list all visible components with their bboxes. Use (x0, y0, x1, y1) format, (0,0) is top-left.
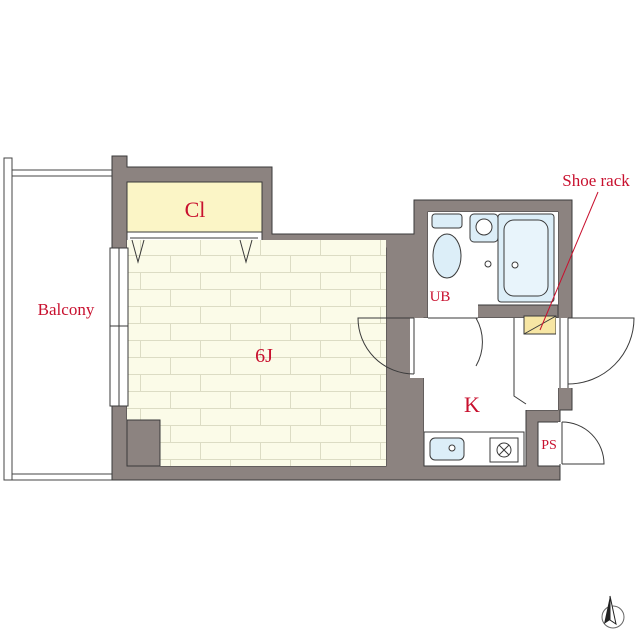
toilet-bowl (432, 233, 462, 279)
doors (357, 300, 635, 465)
closet-label: Cl (185, 197, 206, 222)
pipe-space-label: PS (541, 438, 557, 453)
unit-bath (427, 212, 559, 319)
unit-bath-label: UB (430, 289, 451, 305)
north-arrow-icon (601, 595, 625, 629)
shoe-rack-label: Shoe rack (562, 171, 630, 190)
balcony (3, 157, 112, 481)
main-room-label: 6J (255, 345, 273, 367)
balcony-label: Balcony (38, 300, 95, 319)
kitchen-label: K (464, 392, 480, 417)
kitchen-sink (429, 437, 465, 461)
closet (126, 181, 263, 264)
entrance (513, 315, 558, 410)
main-room (126, 240, 386, 467)
shoe-rack-leader (539, 191, 599, 331)
balcony-window (109, 247, 129, 407)
toilet-tank (431, 213, 463, 229)
